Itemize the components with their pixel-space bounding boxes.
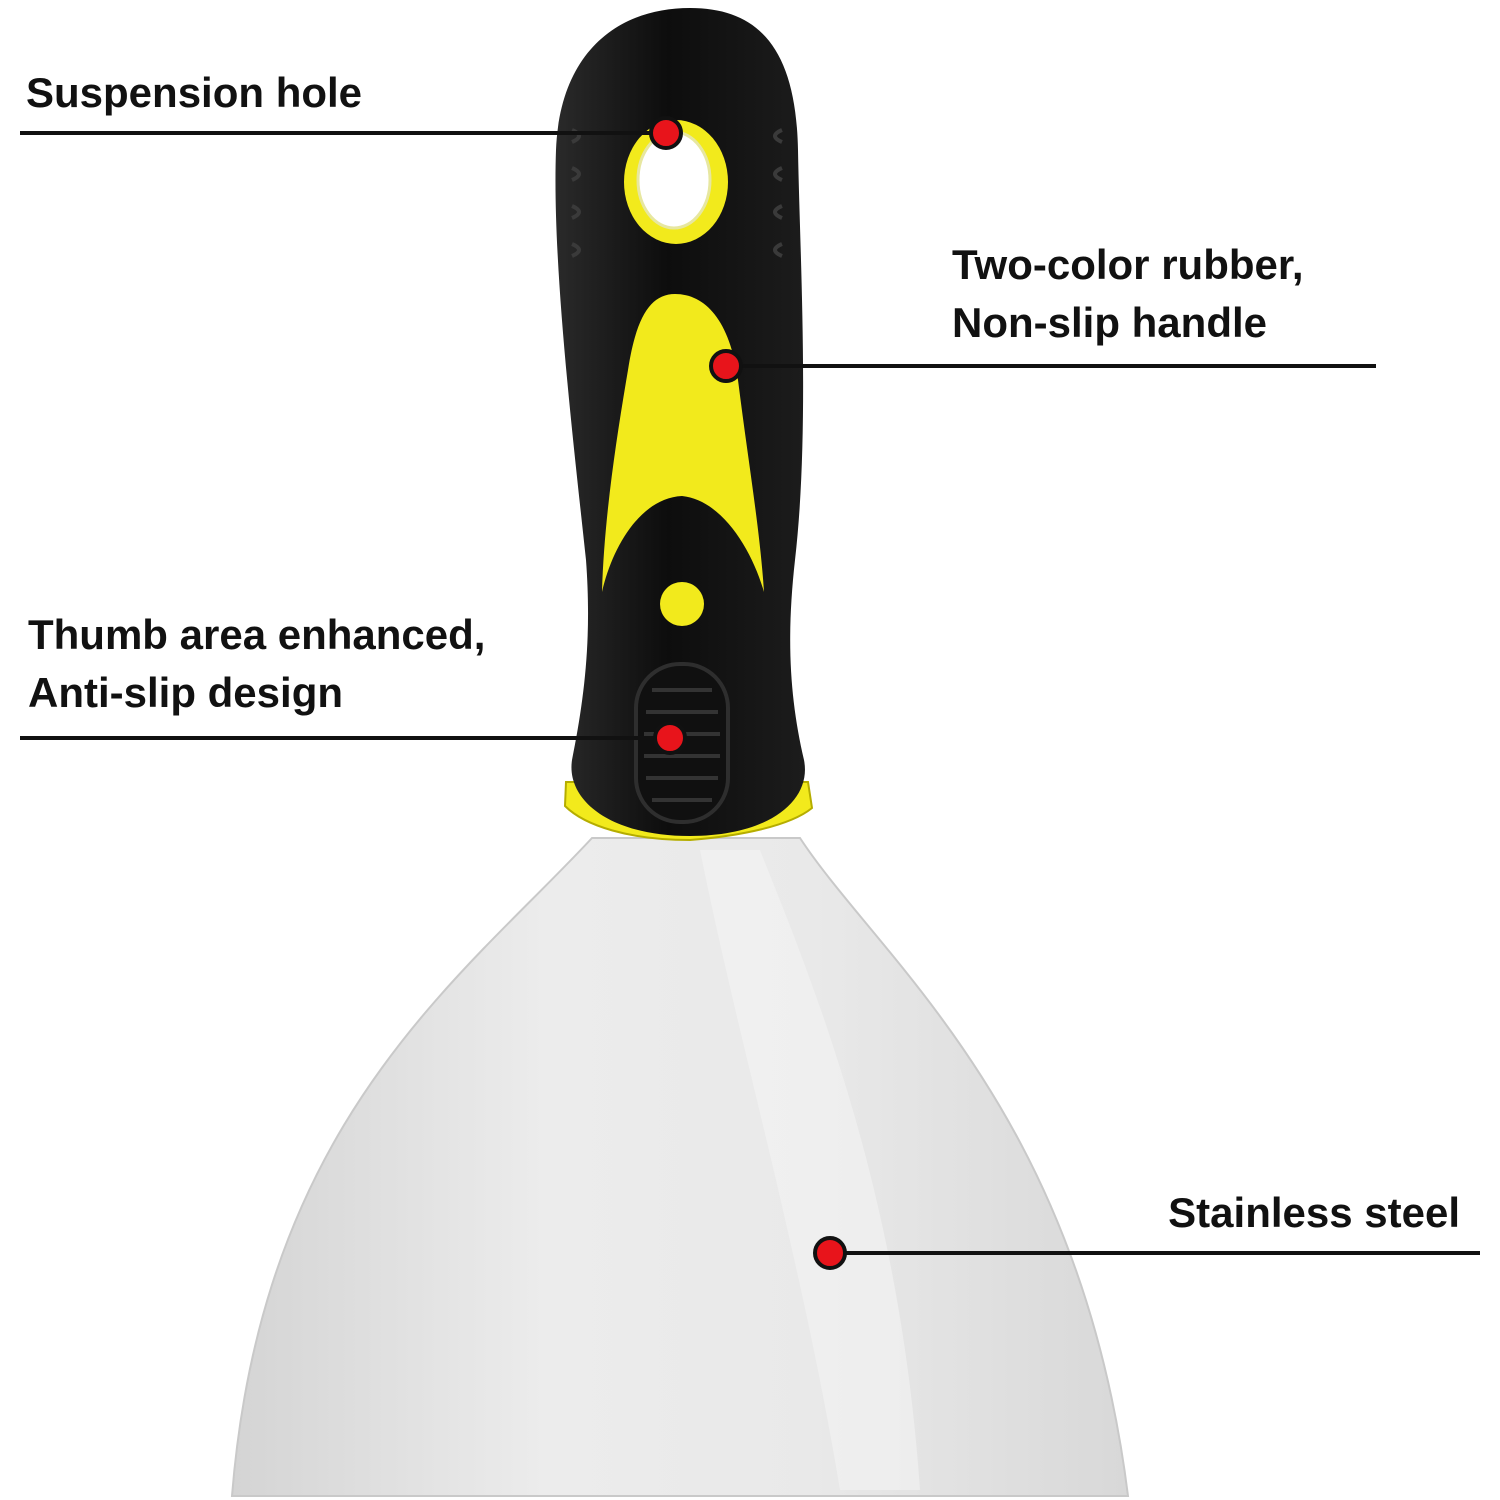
red-dot-markers: [649, 116, 847, 1270]
red-dot-marker-suspension: [649, 116, 683, 150]
callout-thumb-area: Thumb area enhanced, Anti-slip design: [28, 606, 485, 722]
red-dot-marker-steel: [813, 1236, 847, 1270]
yellow-grip-dot: [660, 582, 704, 626]
callout-stainless-steel-line-1: Stainless steel: [1168, 1189, 1460, 1236]
callout-thumb-area-line-1: Thumb area enhanced,: [28, 611, 486, 658]
blade-highlight: [700, 850, 920, 1490]
callout-suspension-hole: Suspension hole: [26, 64, 362, 122]
red-dot-marker-thumb: [653, 721, 687, 755]
callout-thumb-area-line-2: Anti-slip design: [28, 669, 343, 716]
callout-non-slip-handle-line-2: Non-slip handle: [952, 299, 1267, 346]
callout-non-slip-handle-line-1: Two-color rubber,: [952, 241, 1304, 288]
red-dot-marker-handle: [709, 349, 743, 383]
callout-stainless-steel: Stainless steel: [1168, 1184, 1460, 1242]
callout-non-slip-handle: Two-color rubber, Non-slip handle: [952, 236, 1304, 352]
steel-blade: [230, 837, 1130, 1497]
callout-suspension-hole-line-1: Suspension hole: [26, 69, 363, 116]
leader-lines: [20, 131, 1480, 1255]
